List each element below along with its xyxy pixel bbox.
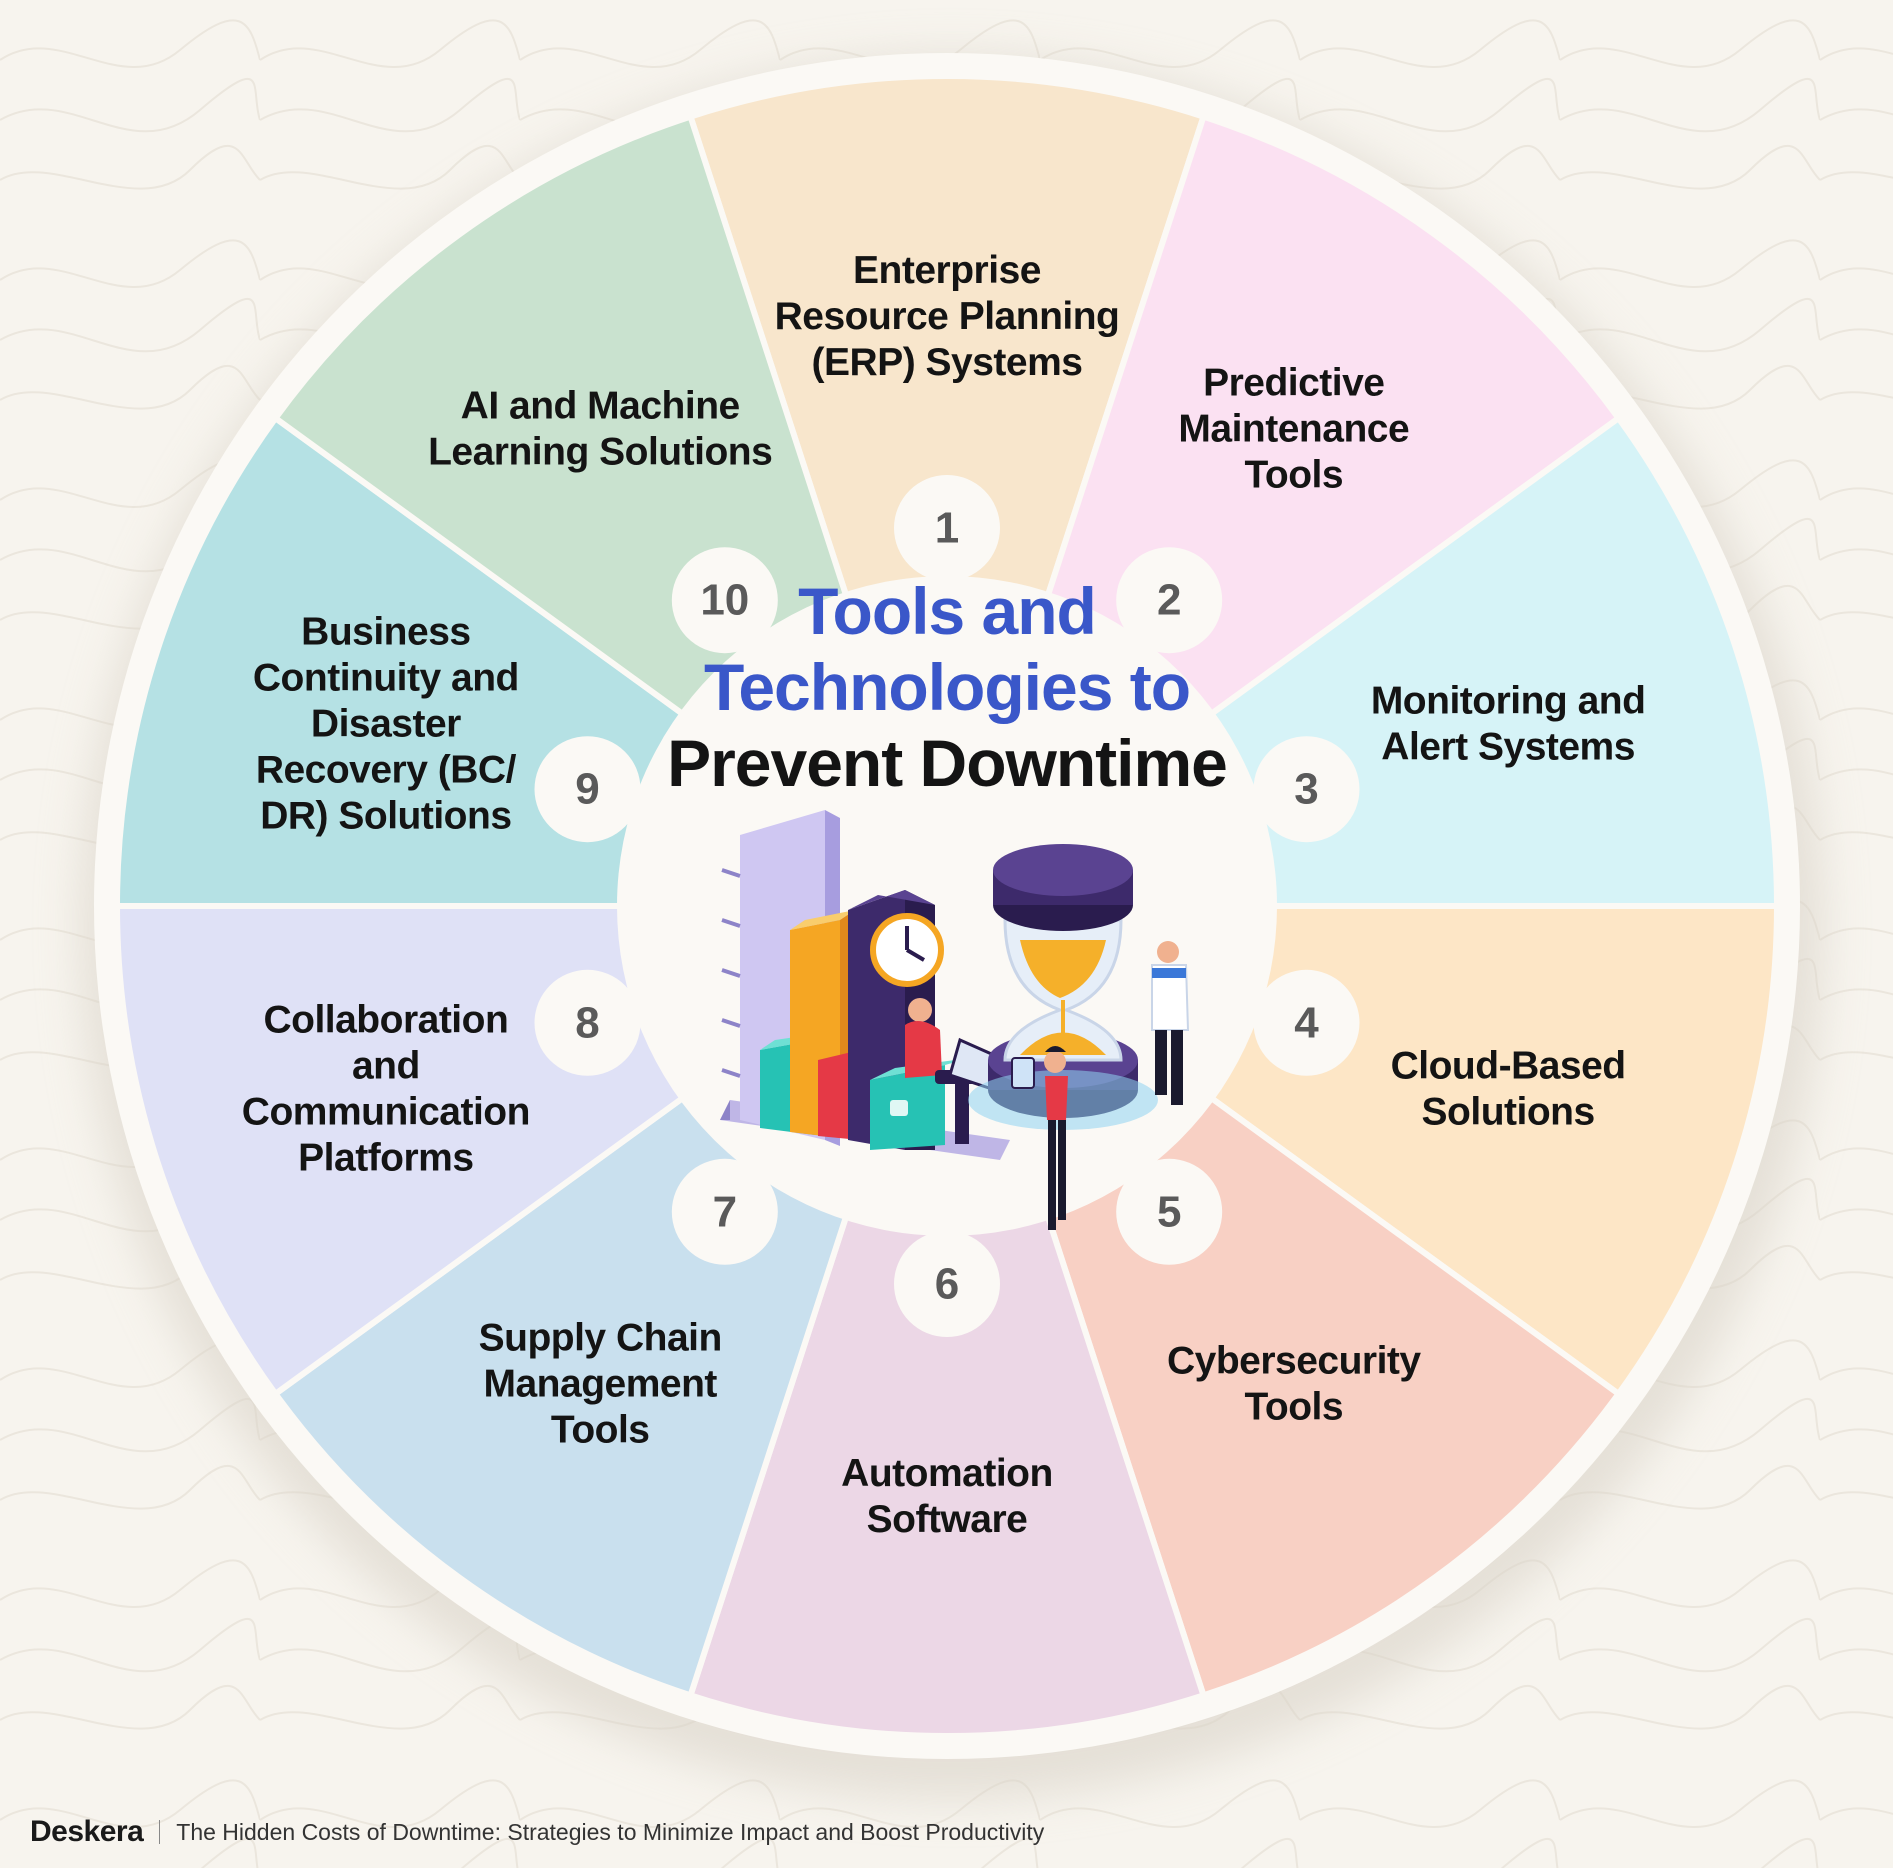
number-badge-6 [894,1231,1000,1337]
segment-label-line: Communication [242,1090,530,1133]
segment-number-1: 1 [935,504,959,553]
downtime-illustration [720,810,1190,1230]
segment-label-line: Platforms [298,1136,473,1179]
segment-label-line: Automation [841,1452,1053,1495]
segment-label-line: Tools [1244,1385,1343,1428]
segment-label-line: Business [301,611,470,654]
segment-label-line: Learning Solutions [428,431,772,474]
segment-label-line: Alert Systems [1381,726,1635,769]
seated-worker-figure [905,998,1007,1144]
segment-label-line: Recovery (BC/ [256,749,517,792]
segment-label-line: Software [867,1498,1028,1541]
number-badge-3 [1253,736,1360,843]
footer: Deskera The Hidden Costs of Downtime: St… [30,1812,1044,1852]
segment-number-3: 3 [1294,765,1318,814]
segment-label-line: Monitoring and [1371,680,1646,723]
segment-number-10: 10 [700,576,749,625]
segment-number-4: 4 [1294,998,1319,1047]
segment-label-line: Disaster [311,703,461,746]
segment-label-line: (ERP) Systems [812,341,1083,384]
hub-title: Tools and Technologies to Prevent Downti… [667,574,1228,800]
segment-number-7: 7 [713,1187,737,1236]
segment-number-6: 6 [935,1260,959,1309]
segment-number-2: 2 [1157,576,1181,625]
segment-label-line: Maintenance [1178,408,1409,451]
segment-label-line: Tools [551,1408,650,1451]
segment-number-5: 5 [1157,1187,1181,1236]
number-badge-9 [534,736,641,843]
segment-label-line: and [352,1044,420,1087]
standing-woman-figure [1011,1046,1068,1230]
segment-label-line: Predictive [1203,362,1384,405]
mug-icon [890,1100,908,1116]
segment-label-line: Management [484,1362,718,1405]
standing-man-figure [1151,941,1190,1105]
segment-label-line: Collaboration [263,998,508,1041]
footer-caption: The Hidden Costs of Downtime: Strategies… [176,1818,1045,1845]
segment-label-line: Enterprise [853,249,1041,292]
segment-label-line: Cloud-Based [1391,1044,1626,1087]
segment-label-line: AI and Machine [461,385,740,428]
number-badge-5 [1116,1158,1223,1265]
segment-label-line: Resource Planning [775,295,1120,338]
brand-logo: Deskera [30,1815,144,1848]
segment-label-line: Continuity and [253,657,519,700]
title-line-2: Technologies to [704,650,1190,724]
footer-divider [159,1820,161,1844]
segment-label-line: DR) Solutions [260,795,511,838]
segment-label-line: Solutions [1422,1090,1595,1133]
number-badge-4 [1253,969,1360,1076]
number-badge-8 [534,969,641,1076]
segment-label-line: Cybersecurity [1167,1339,1421,1382]
segment-label-line: Tools [1244,454,1343,497]
segment-number-8: 8 [575,998,599,1047]
number-badge-7 [671,1158,778,1265]
segment-number-9: 9 [575,765,599,814]
number-badge-2 [1116,547,1223,654]
number-badge-10 [671,547,778,654]
title-line-1: Tools and [798,574,1096,648]
segment-label-line: Supply Chain [479,1316,722,1359]
number-badge-1 [894,475,1000,581]
title-line-3: Prevent Downtime [667,726,1227,800]
